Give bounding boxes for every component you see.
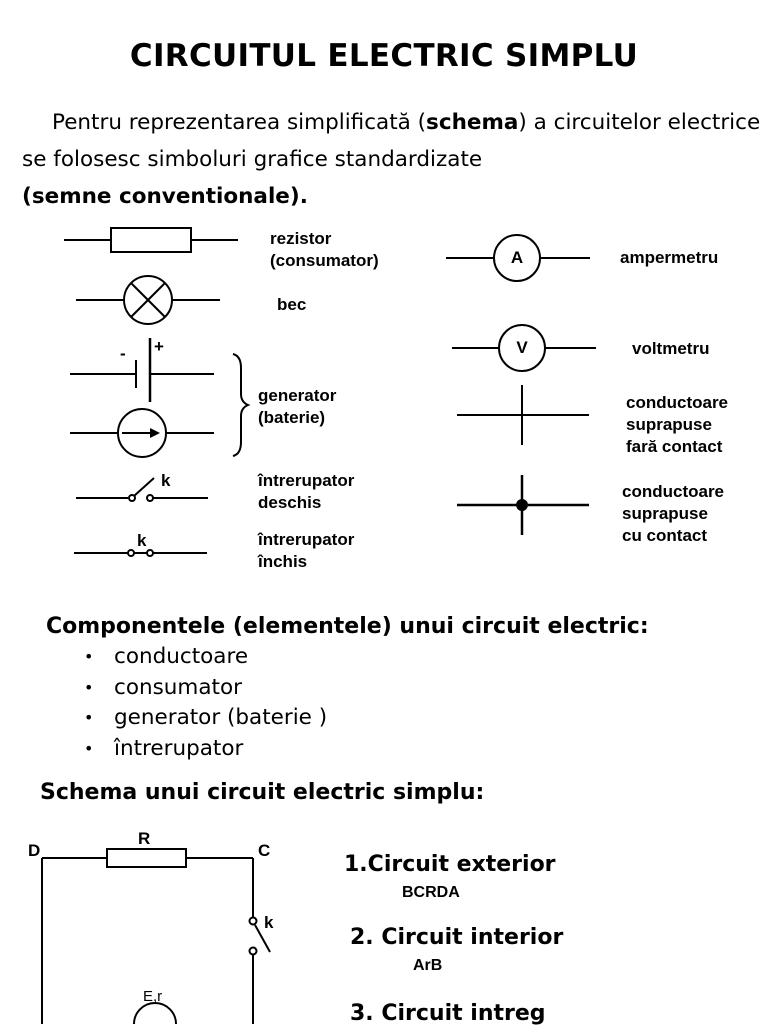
schema-item-1-sub: BCRDA (402, 884, 460, 901)
lamp-icon (76, 275, 220, 325)
resistor-r-label: R (138, 829, 151, 848)
schema-item-3: 3. Circuit intreg (350, 1001, 546, 1026)
ammeter-icon (446, 234, 590, 282)
schema-item-1: 1.Circuit exterior (344, 852, 556, 877)
label-intrerupator-deschis: întrerupator deschis (258, 471, 355, 512)
list-item: •conductoare (84, 644, 249, 669)
label-generator: generator (baterie) (258, 386, 337, 427)
generator-er-label: E,r (143, 988, 163, 1005)
switch-open-icon (76, 477, 208, 502)
battery-minus-sign: - (120, 344, 126, 363)
ammeter-letter: A (510, 248, 524, 267)
schema-item-2: 2. Circuit interior (350, 925, 564, 950)
brace-icon (232, 353, 251, 457)
label-ampermetru: ampermetru (620, 248, 719, 267)
circuit-schema-drawing (41, 848, 271, 1024)
node-c: C (258, 841, 271, 860)
switch-closed-icon (74, 549, 207, 557)
intro-text-2: ) a circuitelor electrice se folosesc si… (22, 110, 761, 172)
list-item: •generator (baterie ) (84, 705, 328, 730)
label-bec: bec (277, 295, 307, 314)
intro-bold-schema: schema (426, 110, 519, 135)
node-d: D (28, 841, 41, 860)
list-item: •consumator (84, 674, 242, 700)
components-list: •conductoare •consumator •generator (bat… (84, 642, 327, 764)
voltmeter-letter: V (516, 338, 528, 357)
battery-icon (70, 338, 214, 402)
label-cu-contact: conductoare suprapuse cu contact (622, 482, 725, 545)
list-item: •întrerupator (84, 735, 244, 761)
page-title: CIRCUITUL ELECTRIC SIMPLU (129, 38, 639, 74)
schema-item-2-sub: ArB (413, 957, 443, 974)
battery-plus-sign: + (154, 337, 164, 356)
voltmeter-icon (452, 324, 596, 372)
crossing-no-contact-icon (457, 385, 589, 445)
intro-bold-semne: (semne conventionale). (22, 184, 308, 209)
label-rezistor: rezistor (consumator) (270, 229, 379, 270)
components-heading: Componentele (elementele) unui circuit e… (46, 614, 649, 639)
switch-k-label: k (264, 913, 274, 932)
resistor-icon (64, 227, 238, 253)
label-fara-contact: conductoare suprapuse fară contact (626, 393, 729, 456)
switch-closed-k: k (137, 531, 147, 550)
schema-heading: Schema unui circuit electric simplu: (40, 780, 485, 805)
intro-paragraph: Pentru reprezentarea simplificată (schem… (22, 104, 762, 215)
generator-icon (70, 408, 214, 458)
intro-text-1: Pentru reprezentarea simplificată ( (52, 110, 427, 135)
switch-open-k: k (161, 471, 171, 490)
label-voltmetru: voltmetru (632, 339, 710, 358)
label-intrerupator-inchis: întrerupator închis (258, 530, 355, 571)
